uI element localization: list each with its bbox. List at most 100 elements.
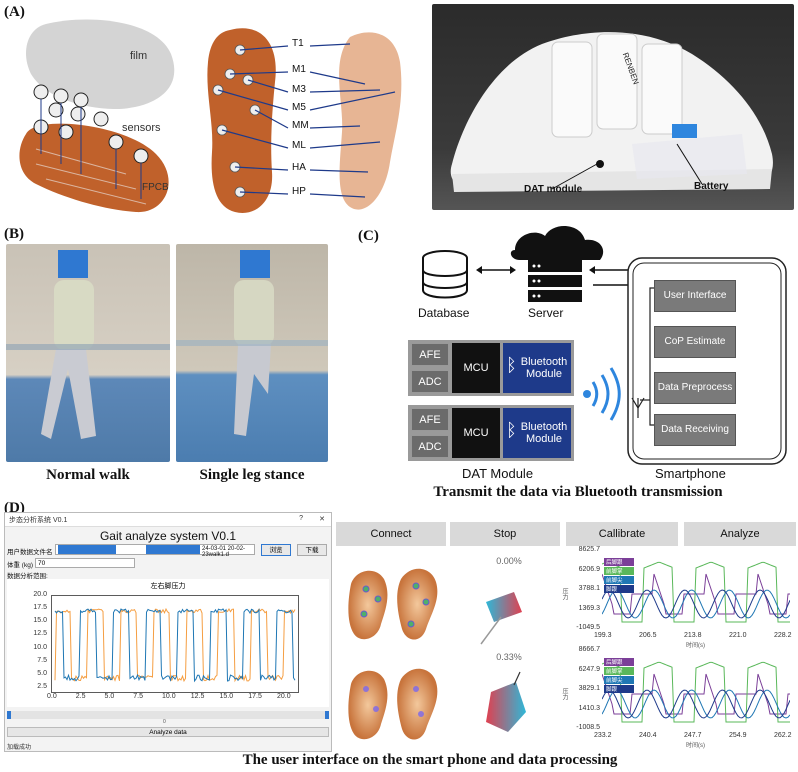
close-button[interactable]: ✕ [319,515,325,523]
window-title: 步态分析系统 V0.1 [9,517,67,524]
plot-y-tick: 10.0 [33,644,47,651]
file-suffix: 24-03-01 20-02-23walk1.d [202,546,254,558]
file-blur-box [58,545,116,554]
c2-y-tick: -1008.5 [576,724,600,731]
weight-input[interactable]: 70 [35,558,135,568]
legend-entry: 前脚尖 [604,676,634,684]
chart1-legend: 后脚跟前脚掌前脚尖脚跟 [604,558,634,594]
dat-module-label: DAT module [524,184,582,195]
plot-x-tick: 17.5 [248,693,262,700]
help-button[interactable]: ? [299,515,303,522]
phone-box-cop: CoP Estimate [654,326,736,358]
legend-entry: 前脚掌 [604,567,634,575]
panel-d-caption: The user interface on the smart phone an… [200,752,660,769]
c2-x-tick: 262.2 [774,732,792,739]
c1-x-tick: 228.2 [774,632,792,639]
normal-walk-photo [6,244,170,462]
database-label: Database [418,306,469,320]
panel-b-label: (B) [4,226,24,243]
gait-app-window: 步态分析系统 V0.1 ? ✕ Gait analyze system V0.1… [4,512,332,752]
analyze-data-button[interactable]: Analyze data [7,727,329,737]
c2-y-tick: 1410.3 [579,705,600,712]
plot-x-tick: 2.5 [76,693,86,700]
c1-series-2 [602,590,790,618]
weight-label: 体重 (kg) : [7,559,37,569]
sensors-label: sensors [122,122,161,134]
smartphone-caption: Smartphone [655,466,726,481]
progress-top: 0.00% [454,556,564,566]
plot-x-tick: 10.0 [162,693,176,700]
chart1-ylabel: 压力 [560,588,569,600]
range-slider[interactable] [7,711,329,719]
file-path-field[interactable]: 24-03-01 20-02-23walk1.d [55,544,255,555]
file-label: 用户数据文件名 [7,546,53,556]
adc-box: ADC [411,435,449,458]
plot-x-tick: 20.0 [277,693,291,700]
c1-y-tick: 8625.7 [579,546,600,553]
calibrate-button[interactable]: Callibrate [566,522,678,546]
plot-y-tick: 7.5 [37,657,47,664]
slider-handle-left[interactable] [7,711,11,719]
slider-handle-right[interactable] [325,711,329,719]
film-label: film [130,50,147,62]
plot-x-tick: 15.0 [220,693,234,700]
c1-y-tick: -1049.5 [576,624,600,631]
chart2-legend: 后脚跟前脚掌前脚尖脚跟 [604,658,634,694]
server-label: Server [528,306,563,320]
c2-x-tick: 240.4 [639,732,657,739]
analyze-button[interactable]: Analyze [684,522,796,546]
title-bar: 步态分析系统 V0.1 ? ✕ [5,513,331,527]
sensor-label-hp: HP [292,186,306,197]
chart2-ylabel: 压力 [560,688,569,700]
dat-module-2: AFE ADC MCU Bluetooth Module ᛒ [408,405,574,461]
legend-entry: 前脚尖 [604,576,634,584]
face-blur-box [240,250,270,278]
c1-y-tick: 3788.1 [579,585,600,592]
status-text: 加载成功 [7,742,31,751]
single-leg-caption: Single leg stance [176,467,328,484]
c1-y-tick: 6206.9 [579,566,600,573]
phone-box-ui: User Interface [654,280,736,312]
progress-bottom: 0.33% [454,652,564,662]
cloud-server-icon [511,226,603,302]
plot-y-ticks: 20.017.515.012.510.07.55.02.5 [25,595,47,695]
c2-x-tick: 254.9 [729,732,747,739]
legend-entry: 前脚掌 [604,667,634,675]
plot-area: 左右脚压力 20.017.515.012.510.07.55.02.5 0.02… [7,579,329,707]
stop-button[interactable]: Stop [450,522,560,546]
c2-x-tick: 233.2 [594,732,612,739]
chart2-y-ticks: 8666.76247.93829.11410.3-1008.5 [568,650,600,734]
sensor-label-m1: M1 [292,64,306,75]
plot-y-tick: 5.0 [37,670,47,677]
bluetooth-icon: ᛒ [506,420,517,441]
slider-mark: 0 [163,719,166,725]
c2-x-tick: 247.7 [684,732,702,739]
battery-label: Battery [694,181,728,192]
plot-x-tick: 0.0 [47,693,57,700]
phone-box-receiving: Data Receiving [654,414,736,446]
plot-x-ticks: 0.02.55.07.510.012.515.017.520.0 [55,693,295,703]
connect-button[interactable]: Connect [336,522,446,546]
chart2-xlabel: 时间(s) [686,740,705,749]
download-button[interactable]: 下载 [297,544,327,556]
sensor-label-ha: HA [292,162,306,173]
force-chart-top: 8625.76206.93788.11369.3-1049.5 压力 199.3… [568,550,794,648]
c1-x-tick: 206.5 [639,632,657,639]
c1-x-tick: 221.0 [729,632,747,639]
mcu-box: MCU [452,408,500,458]
c1-y-tick: 1369.3 [579,605,600,612]
chart1-xlabel: 时间(s) [686,640,705,649]
c1-x-tick: 199.3 [594,632,612,639]
phone-box-preprocess: Data Preprocess [654,372,736,404]
c1-x-tick: 213.8 [684,632,702,639]
legend-entry: 后脚跟 [604,558,634,566]
left-foot-series [55,609,295,681]
pressure-plot [51,595,299,693]
single-leg-photo [176,244,328,462]
feet-pressure-top [336,554,456,649]
feet-pressure-bottom [336,654,456,749]
sensor-label-m5: M5 [292,102,306,113]
plot-y-tick: 17.5 [33,604,47,611]
browse-button[interactable]: 浏览 [261,544,291,556]
file-blur-box [146,545,200,554]
